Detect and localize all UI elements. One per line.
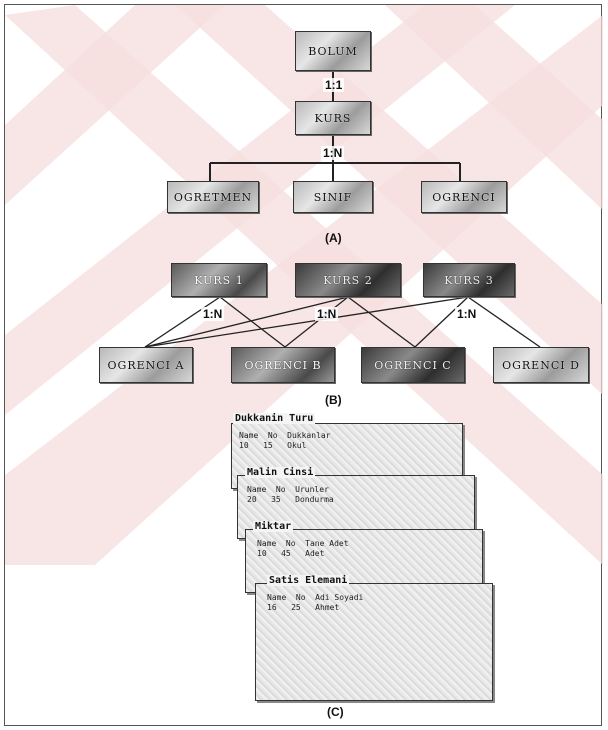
card-header-row: Name No Adi Soyadi	[267, 593, 364, 602]
card-title-dukkanin-turu: Dukkanin Turu	[233, 413, 316, 424]
card-value-row: 10 45 Adet	[257, 549, 325, 558]
relation-1-n-right: 1:N	[455, 307, 479, 321]
node-ogrenci-d: OGRENCI D	[493, 347, 589, 383]
card-value-row: 16 25 Ahmet	[267, 603, 340, 612]
card-header-row: Name No Dukkanlar	[239, 431, 331, 440]
node-ogrenci-c: OGRENCI C	[361, 347, 465, 383]
node-bolum: BOLUM	[295, 31, 371, 71]
node-kurs-3: KURS 3	[423, 263, 515, 297]
caption-c: (C)	[327, 705, 344, 719]
node-kurs-2: KURS 2	[295, 263, 401, 297]
card-header-row: Name No Urunler	[247, 485, 329, 494]
card-value-row: 10 15 Okul	[239, 441, 307, 450]
node-ogretmen: OGRETMEN	[167, 181, 259, 213]
card-title-malin-cinsi: Malin Cinsi	[245, 467, 316, 478]
node-kurs-1: KURS 1	[171, 263, 267, 297]
card-header-row: Name No Tane Adet	[257, 539, 349, 548]
relation-1-n-middle: 1:N	[315, 307, 339, 321]
connector-lines	[144, 71, 541, 348]
card-title-miktar: Miktar	[253, 521, 294, 532]
card-value-row: 20 35 Dondurma	[247, 495, 334, 504]
record-card-satis-elemani	[255, 583, 493, 701]
node-ogrenci-a: OGRENCI A	[99, 347, 193, 383]
relation-1-n-left: 1:N	[201, 307, 225, 321]
caption-a: (A)	[325, 231, 342, 245]
relation-1-n: 1:N	[321, 146, 345, 160]
node-kurs: KURS	[295, 101, 371, 135]
figure-frame: BOLUM 1:1 KURS 1:N OGRETMEN SINIF OGRENC…	[4, 4, 603, 726]
node-ogrenci: OGRENCI	[421, 181, 507, 213]
card-title-satis-elemani: Satis Elemani	[267, 575, 350, 586]
node-ogrenci-b: OGRENCI B	[231, 347, 335, 383]
caption-b: (B)	[325, 393, 342, 407]
node-sinif: SINIF	[293, 181, 373, 213]
relation-1-1: 1:1	[323, 78, 345, 92]
